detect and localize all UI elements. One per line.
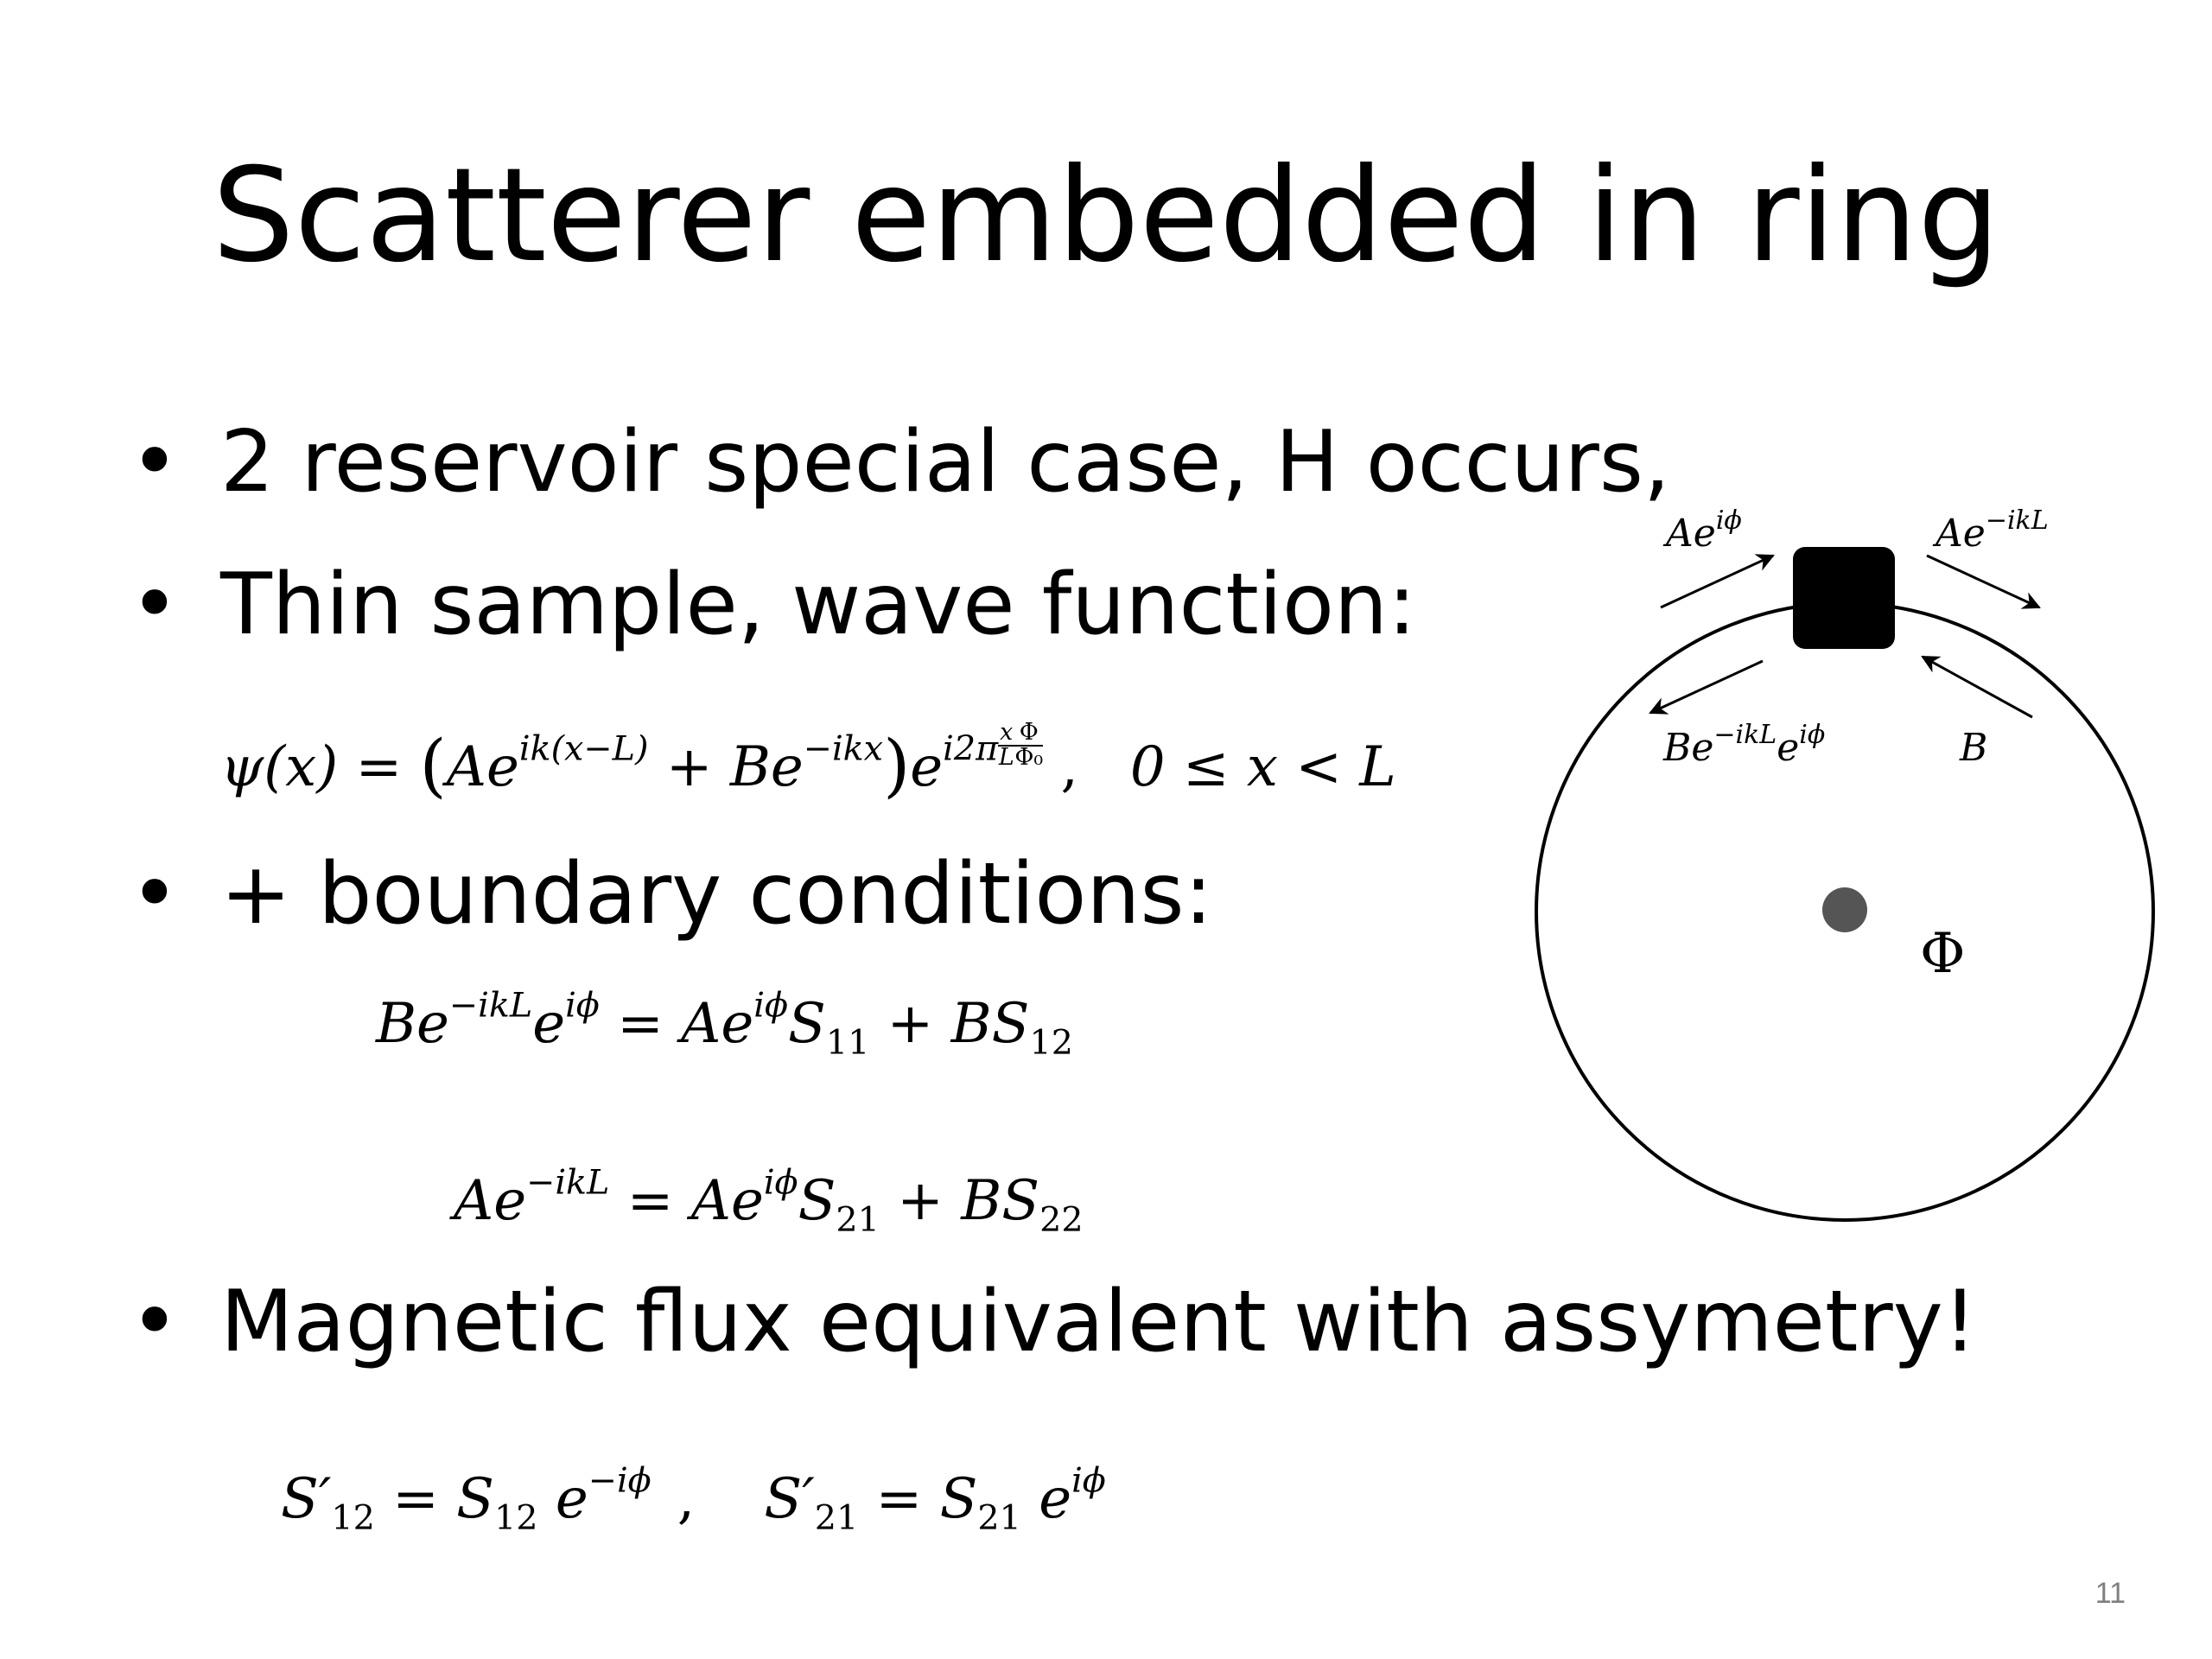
wf-term-b-exp: −ikx [803, 728, 884, 769]
bc2-rhs-a: Ae [690, 1169, 764, 1233]
scatterer-square [1793, 547, 1895, 649]
flux-s12-sub: 12 [494, 1497, 538, 1538]
flux-equals-2: = [875, 1467, 923, 1531]
bullet-marker: • [130, 413, 180, 512]
flux-s21: S [939, 1467, 978, 1531]
bc1-rhs-bs-sub: 12 [1029, 1022, 1073, 1063]
flux-dot [1822, 887, 1867, 932]
bullet-marker: • [130, 556, 180, 654]
boundary-condition-2: Ae−ikL = AeiϕS21 + BS22 [454, 1162, 1084, 1240]
wf-comma: , [1060, 735, 1078, 800]
bullet-marker: • [130, 845, 180, 944]
wf-frac1-den: L [998, 743, 1014, 771]
wf-term-a-exp: ik(x−L) [518, 728, 649, 769]
bc1-rhs-s: S [787, 992, 826, 1056]
flux-equals-1: = [392, 1467, 439, 1531]
bc2-lhs-a: Ae [454, 1169, 527, 1233]
wf-term-a: Ae [446, 735, 519, 800]
bc2-rhs-bs: BS [961, 1169, 1040, 1233]
bullet-1-text: 2 reservoir special case, H occurs, [220, 413, 1671, 512]
bc2-rhs-s-sub: 21 [836, 1199, 880, 1240]
wf-close-paren: ) [883, 725, 911, 806]
bc1-lhs-e: e [532, 992, 566, 1056]
boundary-condition-1: Be−ikLeiϕ = AeiϕS11 + BS12 [376, 985, 1073, 1063]
wf-frac1-num: x [1000, 719, 1014, 746]
bc2-rhs-a-exp: iϕ [763, 1162, 798, 1203]
bullet-4-text: Magnetic flux equivalent with assymetry! [220, 1273, 1977, 1371]
bc1-rhs-a-exp: iϕ [753, 985, 788, 1026]
bullet-1: • 2 reservoir special case, H occurs, [130, 410, 1670, 514]
wf-phase-base: e [910, 735, 944, 800]
bc2-rhs-bs-sub: 22 [1039, 1199, 1084, 1240]
bullet-4: • Magnetic flux equivalent with assymetry… [130, 1270, 1977, 1374]
wf-frac2-den: Φ₀ [1014, 743, 1044, 771]
flux-e1: e [555, 1467, 588, 1531]
bullet-marker: • [130, 1273, 180, 1371]
wf-plus: + [665, 735, 713, 800]
bc1-lhs-b: Be [376, 992, 449, 1056]
bc1-lhs-e-exp: iϕ [565, 985, 600, 1026]
flux-e2-exp: iϕ [1071, 1460, 1106, 1501]
bc2-equals: = [626, 1169, 674, 1233]
flux-s21-prime-sub: 21 [814, 1497, 859, 1538]
label-top-right: Ae−ikL [1932, 505, 2049, 556]
wf-frac2-num: Φ [1014, 721, 1044, 747]
flux-asymmetry-equation: S′12 = S12 e−iϕ, S′21 = S21 eiϕ [281, 1460, 1106, 1538]
wf-range: 0 ≤ x < L [1129, 735, 1396, 800]
wf-phase-exp: i2π [943, 728, 999, 769]
flux-e2: e [1039, 1467, 1072, 1531]
flux-symbol: Φ [1920, 922, 1965, 986]
arrow-incoming-a [1660, 554, 1775, 609]
label-bottom-right: B [1959, 726, 1987, 770]
bullet-3-text: + boundary conditions: [220, 845, 1213, 944]
arrow-incoming-b [1921, 655, 2033, 719]
flux-e1-exp: −iϕ [588, 1460, 652, 1501]
bullet-3: • + boundary conditions: [130, 842, 1213, 946]
flux-s12-prime-sub: 12 [331, 1497, 375, 1538]
bc2-lhs-a-exp: −ikL [526, 1162, 610, 1203]
bc2-rhs-s: S [798, 1169, 836, 1233]
bc1-rhs-a: Ae [681, 992, 754, 1056]
flux-s12-prime: S′ [281, 1467, 332, 1531]
bc1-lhs-b-exp: −ikL [448, 985, 533, 1026]
bullet-2: • Thin sample, wave function: [130, 553, 1416, 657]
flux-s12: S [456, 1467, 495, 1531]
bc1-rhs-s-sub: 11 [825, 1022, 870, 1063]
bc1-equals: = [617, 992, 664, 1056]
arrow-outgoing-a [1926, 554, 2041, 609]
label-top-left: Aeiϕ [1662, 505, 1742, 556]
page-number: 11 [2094, 1577, 2126, 1610]
slide-title: Scatterer embedded in ring [212, 141, 2000, 291]
flux-s21-prime: S′ [764, 1467, 815, 1531]
wf-open-paren: ( [419, 725, 447, 806]
label-bottom-left: Be−ikLeiϕ [1662, 720, 1825, 770]
bc1-rhs-bs: BS [950, 992, 1030, 1056]
bc2-plus: + [897, 1169, 944, 1233]
wf-lhs: ψ(x) = [220, 735, 403, 800]
wf-term-b: Be [729, 735, 804, 800]
flux-s21-sub: 21 [977, 1497, 1021, 1538]
bullet-2-text: Thin sample, wave function: [220, 556, 1417, 654]
bc1-plus: + [887, 992, 934, 1056]
flux-comma: , [677, 1467, 696, 1531]
arrow-outgoing-b [1649, 659, 1764, 715]
